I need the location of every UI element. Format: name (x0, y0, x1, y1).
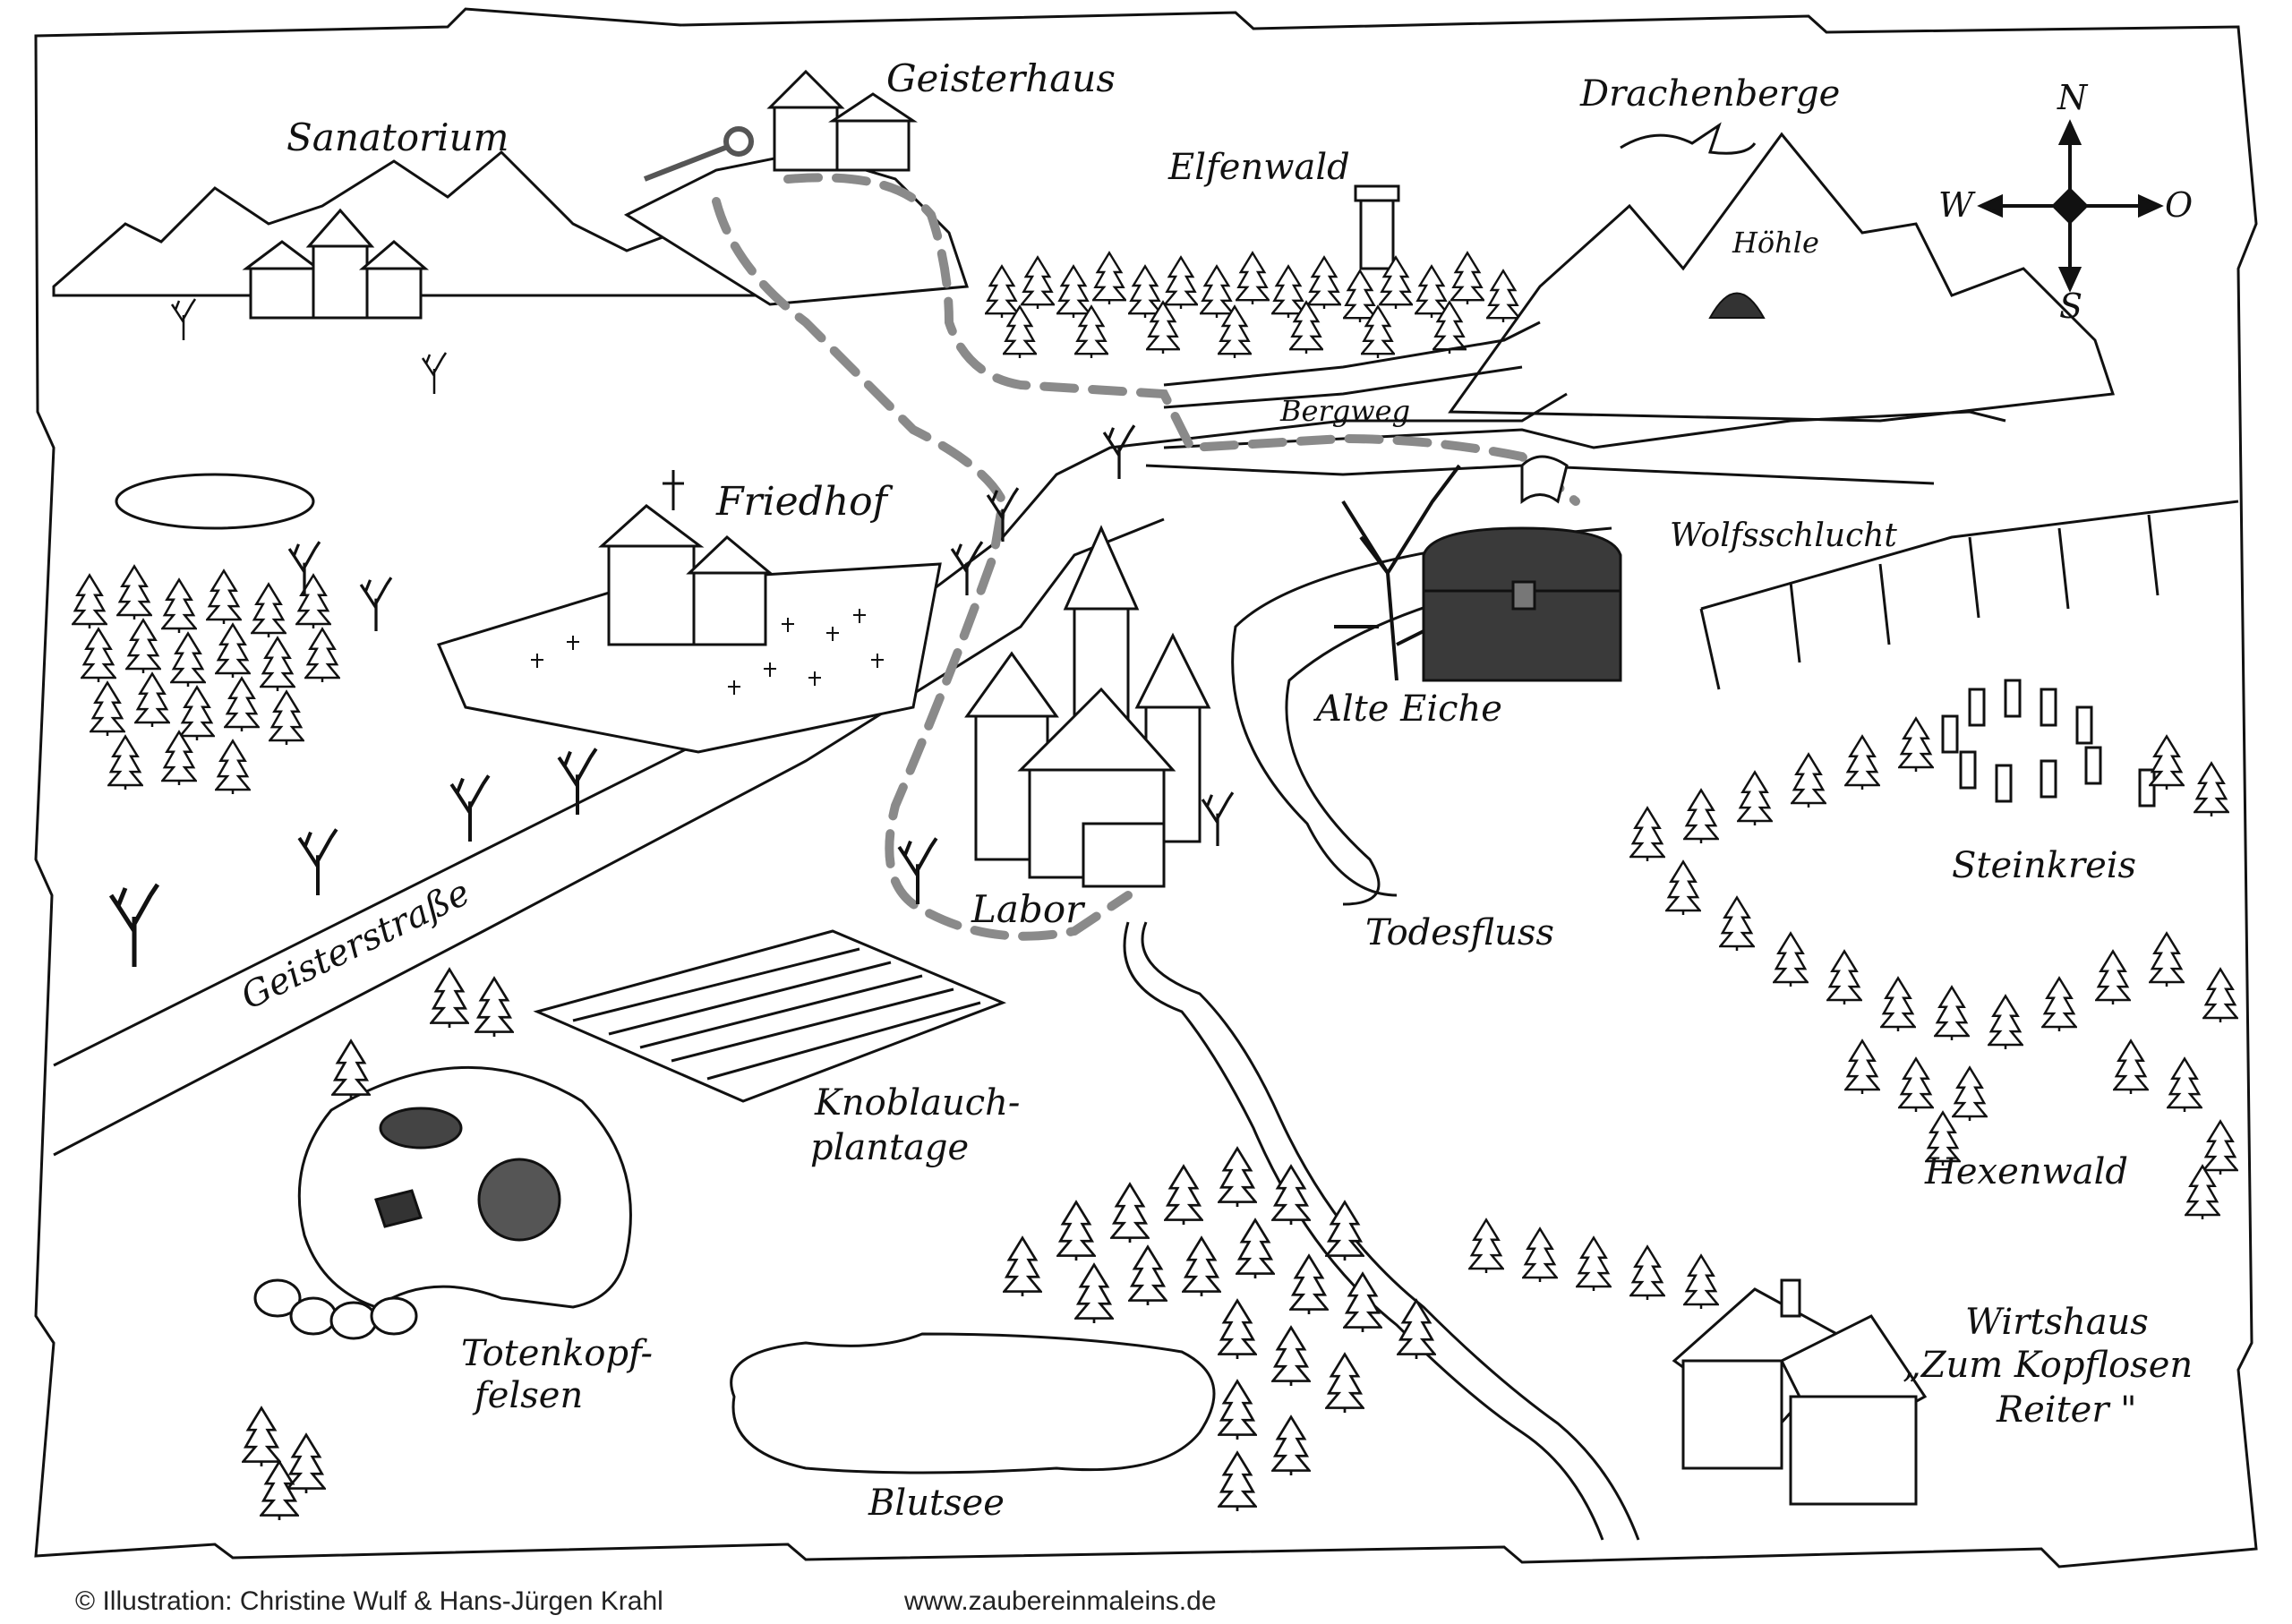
todesfluss-river (1123, 526, 1640, 1541)
label-wirtshaus-2: „Zum Kopflosen (1903, 1345, 2193, 1386)
label-hoehle: Höhle (1732, 226, 1819, 260)
treasure-route (712, 173, 1580, 941)
compass-s: S (2059, 286, 2082, 326)
label-drachenberge: Drachenberge (1579, 73, 1840, 115)
drachenberge-mountains (1448, 132, 2116, 423)
label-todesfluss: Todesfluss (1365, 912, 1554, 953)
compass-w: W (1938, 185, 1976, 225)
knoblauch-field (533, 929, 1007, 1103)
label-wirtshaus-3: Reiter " (1996, 1389, 2137, 1431)
labor-castle (964, 525, 1211, 888)
label-alte-eiche: Alte Eiche (1313, 688, 1502, 730)
illustration-credit: © Illustration: Christine Wulf & Hans-Jü… (75, 1586, 663, 1616)
compass-o: O (2165, 185, 2193, 225)
bridge (1520, 455, 1569, 504)
blutsee-lake (730, 1332, 1216, 1474)
label-wolfsschlucht: Wolfsschlucht (1670, 517, 1897, 554)
label-wirtshaus-1: Wirtshaus (1965, 1302, 2149, 1343)
treasure-chest-icon (1422, 526, 1622, 682)
dragon-icon (1620, 122, 1757, 155)
label-bergweg: Bergweg (1279, 394, 1410, 428)
totenkopf-skull-rock (253, 1065, 632, 1340)
compass-rose (1977, 119, 2164, 293)
key-icon (643, 126, 754, 182)
geisterhaus-building (766, 69, 918, 172)
wirtshaus-inn (1672, 1278, 1928, 1506)
label-elfenwald: Elfenwald (1167, 147, 1350, 188)
label-blutsee: Blutsee (868, 1483, 1005, 1524)
label-knoblauch-1: Knoblauch- (814, 1082, 1020, 1124)
label-geisterhaus: Geisterhaus (886, 56, 1116, 100)
label-knoblauch-2: plantage (810, 1127, 969, 1168)
elfenwald-tower (1354, 184, 1400, 270)
mountain-road (1163, 321, 1541, 409)
hill-geisterhaus (623, 150, 970, 306)
label-totenkopf-1: Totenkopf- (461, 1333, 653, 1374)
website-link[interactable]: www.zaubereinmaleins.de (904, 1586, 1217, 1616)
label-sanatorium: Sanatorium (286, 115, 509, 159)
steinkreis-stones (1941, 679, 2156, 808)
alte-eiche-tree (1334, 464, 1461, 681)
label-totenkopf-2: felsen (472, 1375, 583, 1416)
label-hexenwald: Hexenwald (1924, 1151, 2128, 1192)
label-friedhof: Friedhof (715, 479, 894, 525)
compass-n: N (2057, 78, 2089, 117)
sanatorium-building (242, 208, 430, 320)
label-steinkreis: Steinkreis (1952, 845, 2136, 886)
grave-crosses (531, 609, 884, 695)
wolfsschlucht-cliffs (1699, 500, 2239, 690)
geisterstrasse-road (53, 392, 1568, 1067)
bergweg-road (1145, 410, 2006, 485)
friedhof-graveyard (436, 470, 942, 754)
cave-entrance (1708, 292, 1766, 319)
pond-left (115, 473, 315, 530)
label-labor: Labor (971, 887, 1086, 931)
